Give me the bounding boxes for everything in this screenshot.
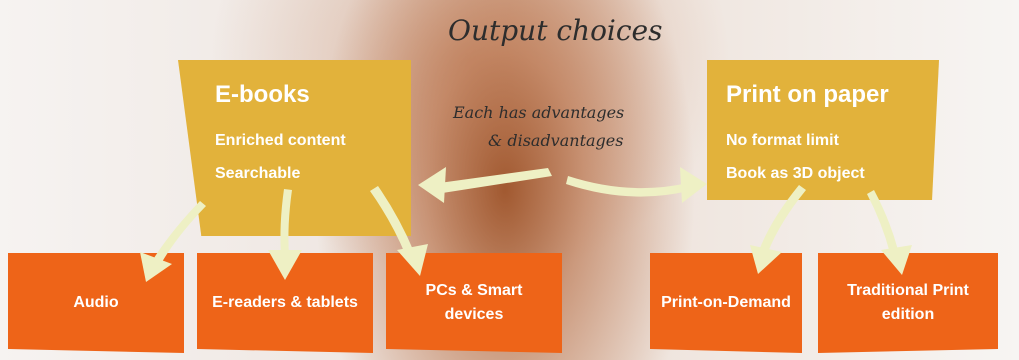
diagram-heading: Output choices [448,14,663,47]
comparison-note-line-2: & disadvantages [488,131,624,150]
paper-title: Print on paper [726,81,889,108]
print-on-demand-box: Print-on-Demand [650,253,802,353]
print-on-paper-box: Print on paper No format limit Book as 3… [707,60,939,200]
arrowhead-ebooks [418,167,446,203]
ebooks-feature-2: Searchable [215,165,301,182]
pcs-smart-devices-box: PCs & Smart devices [386,253,562,353]
paper-feature-2: Book as 3D object [726,165,865,182]
ereaders-tablets-label: E-readers & tablets [212,294,358,311]
traditional-print-label: Traditional Print edition [847,282,969,323]
traditional-print-box: Traditional Print edition [818,253,998,353]
arrow-note-to-ebooks [432,168,552,194]
arrowhead-paper [680,167,707,203]
audio-label: Audio [73,294,119,311]
ebooks-feature-1: Enriched content [215,132,346,149]
comparison-note-line-1: Each has advantages [453,103,625,122]
print-on-demand-label: Print-on-Demand [661,294,791,311]
ereaders-tablets-box: E-readers & tablets [197,253,373,353]
ebooks-title: E-books [215,81,310,108]
audio-box: Audio [8,253,184,353]
arrow-note-to-paper [566,176,688,197]
paper-feature-1: No format limit [726,132,839,149]
ebooks-box: E-books Enriched content Searchable [178,60,411,236]
pcs-smart-devices-label: PCs & Smart devices [425,282,523,323]
